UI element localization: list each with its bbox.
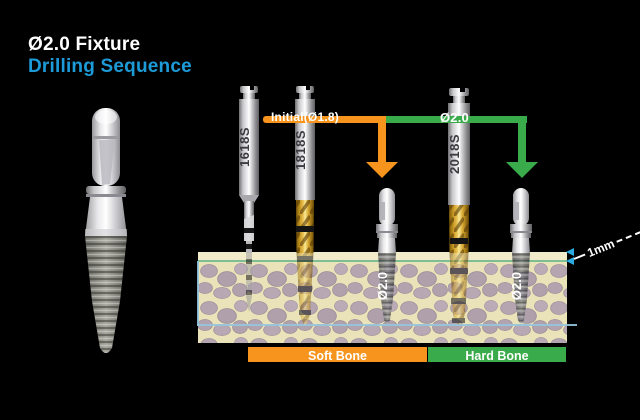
implant-soft-bone: Ø2.0 bbox=[375, 188, 398, 324]
hard-bone-arrow-down-icon bbox=[506, 162, 538, 178]
drill-1818s: 1818S bbox=[293, 86, 315, 325]
initial-sequence-line bbox=[263, 116, 386, 123]
depth-dashed-line bbox=[573, 253, 586, 260]
legend-soft-bone: Soft Bone bbox=[248, 347, 427, 363]
implant-diameter-label: Ø2.0 bbox=[509, 272, 524, 300]
page-title: Ø2.0 Fixture bbox=[28, 34, 141, 55]
depth-guide-vline bbox=[197, 261, 199, 326]
legend-hard-bone-label: Hard Bone bbox=[465, 349, 529, 363]
soft-bone-arrow-down-icon bbox=[366, 162, 398, 178]
drill-2018s-in-bone bbox=[449, 253, 469, 325]
soft-bone-arrow-shaft bbox=[378, 123, 386, 162]
depth-guide-hline bbox=[197, 324, 577, 326]
implant-screw-in-bone bbox=[512, 253, 530, 324]
hard-bone-arrow-shaft bbox=[518, 123, 526, 162]
drill-1618s-in-bone bbox=[246, 253, 252, 312]
final-drill-label: Ø2.0 bbox=[440, 110, 469, 125]
implant-screw-in-bone bbox=[378, 253, 396, 324]
implant-hard-bone: Ø2.0 bbox=[509, 188, 532, 324]
depth-label: 1mm bbox=[585, 236, 617, 260]
depth-marker-top-icon bbox=[566, 248, 574, 256]
initial-drill-label: Initial(Ø1.8) bbox=[271, 110, 339, 124]
drill-1818s-in-bone bbox=[296, 253, 314, 325]
depth-callout: 1mm bbox=[572, 226, 640, 264]
page-subtitle: Drilling Sequence bbox=[28, 56, 192, 77]
final-sequence-line bbox=[386, 116, 527, 123]
implant-diameter-label: Ø2.0 bbox=[375, 272, 390, 300]
depth-marker-bottom-icon bbox=[566, 257, 574, 265]
fixture-illustration bbox=[85, 108, 127, 353]
legend-hard-bone: Hard Bone bbox=[428, 347, 566, 363]
drill-label-1818s: 1818S bbox=[293, 130, 308, 170]
drill-label-2018s: 2018S bbox=[447, 134, 462, 174]
drill-2018s: 2018S bbox=[447, 88, 470, 325]
drill-1618s: 1618S bbox=[237, 86, 259, 312]
depth-dashed-line bbox=[616, 231, 640, 243]
legend-soft-bone-label: Soft Bone bbox=[307, 349, 368, 363]
drill-label-1618s: 1618S bbox=[237, 127, 252, 167]
